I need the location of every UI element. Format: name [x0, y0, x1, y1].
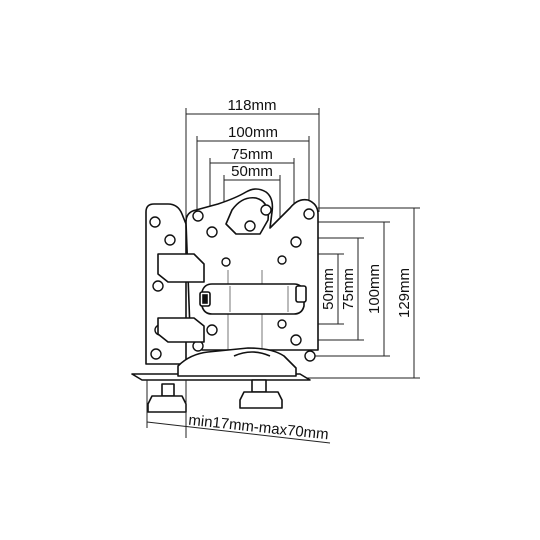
clamp-side-tab — [295, 285, 307, 303]
dim-line-clamp — [146, 421, 331, 444]
vesa-plate-top-lobe — [225, 196, 270, 235]
vesa-hole — [221, 257, 231, 267]
vesa-hole — [290, 334, 302, 346]
dim-label-100: 100mm — [228, 124, 278, 141]
base-arc — [233, 351, 271, 357]
vesa-hole — [206, 324, 218, 336]
clamp-screw-right — [251, 379, 267, 393]
vesa-hole — [290, 236, 302, 248]
vesa-hole — [277, 255, 287, 265]
vesa-plate — [185, 188, 319, 362]
dim-label-100v: 100mm — [366, 264, 383, 314]
dim-label-75v: 75mm — [340, 268, 357, 310]
dim-label-75: 75mm — [231, 146, 273, 163]
vesa-hole — [206, 226, 218, 238]
clamp-screw-left — [161, 383, 175, 397]
vesa-hole — [303, 208, 315, 220]
rear-hole — [150, 348, 162, 360]
vertical-dimensions: 129mm 100mm 75mm 50mm — [288, 207, 420, 379]
clamp-body — [201, 283, 305, 315]
dim-label-clamp-range: min17mm-max70mm — [188, 412, 330, 444]
vesa-hole — [277, 319, 287, 329]
vesa-hole — [304, 350, 316, 362]
clamp-knob-left — [147, 395, 187, 413]
base-assembly — [131, 347, 311, 413]
dim-label-50v: 50mm — [320, 268, 337, 310]
upper-rail — [157, 253, 205, 283]
dim-label-50: 50mm — [231, 163, 273, 180]
rails — [157, 253, 263, 360]
vesa-hole — [260, 204, 272, 216]
clamp-knob-right — [239, 391, 283, 409]
base-housing — [177, 347, 297, 377]
vesa-hole — [244, 220, 256, 232]
rear-hole — [152, 280, 164, 292]
dim-label-129: 129mm — [396, 268, 413, 318]
lower-rail — [157, 317, 205, 343]
dim-label-118: 118mm — [228, 97, 277, 114]
clamp-knob-center — [202, 294, 208, 304]
clamp-bracket — [199, 283, 307, 315]
vesa-hole — [192, 210, 204, 222]
rear-hole — [164, 234, 176, 246]
rear-hole — [149, 216, 161, 228]
